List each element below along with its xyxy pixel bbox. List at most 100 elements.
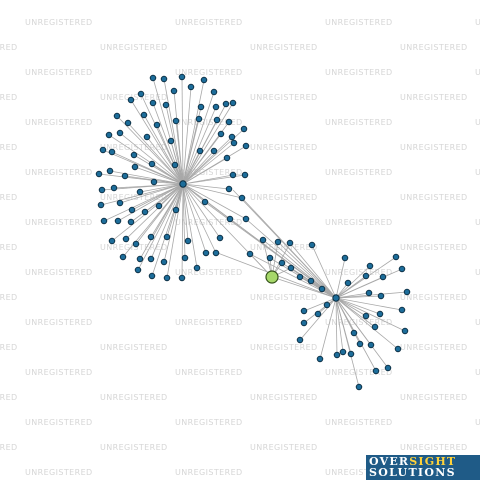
graph-node <box>127 96 135 104</box>
graph-node <box>155 202 163 210</box>
graph-node <box>210 147 218 155</box>
watermark-text: UNREGISTERED <box>175 118 243 127</box>
graph-edge <box>319 297 337 360</box>
graph-node <box>153 121 161 129</box>
graph-edge <box>335 297 399 350</box>
graph-node <box>274 238 282 246</box>
graph-edge <box>277 241 337 299</box>
graph-node <box>376 310 384 318</box>
graph-node <box>140 111 148 119</box>
watermark-text: UNREGISTERED <box>0 43 18 52</box>
graph-edge <box>134 166 184 185</box>
graph-edge <box>151 183 184 277</box>
graph-node <box>216 234 224 242</box>
graph-edge <box>182 91 215 185</box>
graph-edge <box>152 102 184 185</box>
graph-node <box>401 327 409 335</box>
graph-edge <box>117 183 184 222</box>
graph-node <box>339 348 347 356</box>
graph-edge <box>103 183 184 222</box>
graph-node <box>318 285 326 293</box>
watermark-text: UNREGISTERED <box>25 218 93 227</box>
graph-node <box>108 237 116 245</box>
graph-node <box>314 310 322 318</box>
graph-node <box>225 118 233 126</box>
graph-edge <box>182 142 235 185</box>
graph-node <box>308 241 316 249</box>
graph-node <box>398 306 406 314</box>
watermark-text: UNREGISTERED <box>175 168 243 177</box>
graph-node <box>178 274 186 282</box>
graph-node <box>108 148 116 156</box>
edge-layer <box>98 76 408 388</box>
watermark-text: UNREGISTERED <box>175 368 243 377</box>
graph-edge <box>182 183 207 254</box>
graph-node <box>287 264 295 272</box>
graph-node <box>98 186 106 194</box>
graph-edge <box>175 120 184 185</box>
watermark-text: UNREGISTERED <box>325 18 393 27</box>
graph-node <box>223 154 231 162</box>
graph-node <box>300 307 308 315</box>
watermark-text: UNREGISTERED <box>325 418 393 427</box>
graph-edge <box>116 115 184 185</box>
watermark-text: UNREGISTERED <box>325 218 393 227</box>
watermark-text: UNREGISTERED <box>325 118 393 127</box>
graph-node <box>160 75 168 83</box>
watermark-text: UNREGISTERED <box>25 168 93 177</box>
graph-node <box>147 255 155 263</box>
watermark-text: UNREGISTERED <box>475 168 480 177</box>
graph-edge <box>335 297 344 353</box>
graph-node <box>229 171 237 179</box>
graph-edge <box>335 297 403 311</box>
watermark-text: UNREGISTERED <box>400 143 468 152</box>
watermark-text: UNREGISTERED <box>325 68 393 77</box>
graph-node <box>296 273 304 281</box>
graph-node <box>124 119 132 127</box>
graph-node <box>170 87 178 95</box>
graph-node <box>367 341 375 349</box>
graph-edge <box>335 265 371 299</box>
watermark-text: UNREGISTERED <box>475 318 480 327</box>
graph-node <box>197 103 205 111</box>
graph-node <box>116 199 124 207</box>
graph-edge <box>303 297 337 324</box>
graph-node <box>178 73 186 81</box>
graph-node <box>217 130 225 138</box>
graph-node <box>132 240 140 248</box>
graph-node <box>100 217 108 225</box>
graph-edge <box>150 183 184 260</box>
graph-edge <box>127 122 184 185</box>
watermark-text: UNREGISTERED <box>100 243 168 252</box>
graph-node <box>241 171 249 179</box>
watermark-text: UNREGISTERED <box>100 293 168 302</box>
watermark-text: UNREGISTERED <box>25 468 93 477</box>
watermark-text: UNREGISTERED <box>25 18 93 27</box>
graph-node <box>246 250 254 258</box>
graph-node <box>266 254 274 262</box>
graph-node <box>149 99 157 107</box>
graph-edge <box>182 157 228 185</box>
graph-node <box>296 336 304 344</box>
graph-node <box>362 272 370 280</box>
graph-edge <box>335 297 360 388</box>
graph-edge <box>182 133 222 185</box>
graph-edge <box>151 163 184 185</box>
graph-edge <box>146 136 184 185</box>
graph-node <box>212 103 220 111</box>
graph-node <box>147 233 155 241</box>
watermark-text: UNREGISTERED <box>175 468 243 477</box>
graph-node <box>213 116 221 124</box>
watermark-text: UNREGISTERED <box>100 93 168 102</box>
graph-node <box>148 272 156 280</box>
graph-edge <box>182 79 205 185</box>
watermark-text: UNREGISTERED <box>475 368 480 377</box>
watermark-text: UNREGISTERED <box>25 68 93 77</box>
graph-edge <box>271 276 337 299</box>
graph-edge <box>182 102 234 185</box>
watermark-text: UNREGISTERED <box>25 318 93 327</box>
graph-edge <box>181 183 184 279</box>
watermark-text: UNREGISTERED <box>0 443 18 452</box>
graph-node <box>202 249 210 257</box>
watermark-text: UNREGISTERED <box>0 343 18 352</box>
